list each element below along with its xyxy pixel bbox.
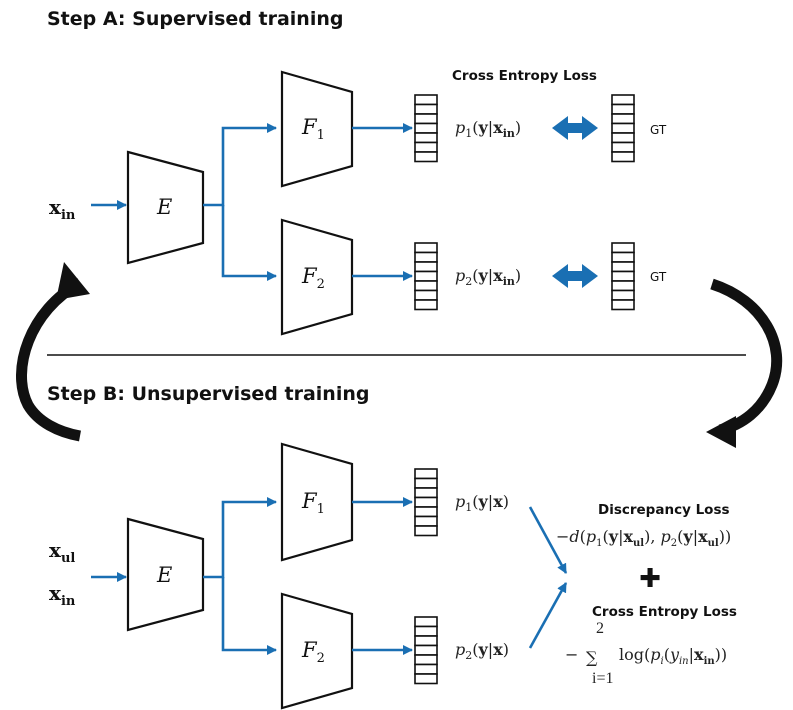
classifier-f1-b-label: F1: [301, 489, 325, 517]
cycle-arrow-left: [16, 278, 83, 442]
vector-cell: [414, 506, 438, 518]
gt-label-2: GT: [650, 270, 667, 284]
step-b-input-in: xin: [49, 581, 76, 609]
sum-upper-limit: 2: [596, 620, 604, 637]
vector-cell: [414, 477, 438, 489]
plus-icon: ✚: [639, 564, 661, 594]
vector-cell: [611, 141, 635, 153]
output-vector-f2-b: [414, 616, 438, 685]
output-vector-f2-a: [414, 242, 438, 311]
vector-cell: [414, 625, 438, 637]
output-prob-f2-b: p2(y|x): [455, 640, 509, 662]
output-prob-f2-a: p2(y|xin): [455, 266, 521, 288]
vector-cell: [611, 113, 635, 125]
ground-truth-vector-2: [611, 242, 635, 311]
vector-cell: [414, 616, 438, 628]
converge-arrow-1: [528, 506, 568, 574]
cross-entropy-formula-b: log(pi(yin|xin)): [619, 645, 727, 667]
classifier-f2-b: [280, 592, 354, 710]
vector-cell: [414, 113, 438, 125]
vector-cell: [414, 289, 438, 301]
vector-cell: [611, 132, 635, 144]
step-a-input: xin: [49, 195, 76, 223]
vector-cell: [414, 515, 438, 527]
vector-cell: [414, 141, 438, 153]
vector-cell: [611, 289, 635, 301]
encoder-b-label: E: [156, 563, 172, 587]
sum-lower-limit: i=1: [592, 670, 613, 687]
vector-cell: [414, 280, 438, 292]
vector-cell: [414, 94, 438, 106]
vector-cell: [414, 654, 438, 666]
converge-arrow-2: [528, 582, 568, 649]
vector-cell: [611, 251, 635, 263]
output-vector-f1-a: [414, 94, 438, 163]
vector-cell: [414, 644, 438, 656]
encoder-a-label: E: [156, 195, 172, 219]
sum-minus: −: [565, 645, 578, 664]
vector-cell: [611, 94, 635, 106]
discrepancy-loss-formula: −d(p1(y|xul), p2(y|xul)): [556, 527, 731, 549]
vector-cell: [414, 251, 438, 263]
double-arrow-f2-a: [552, 264, 598, 288]
classifier-f2-b-label: F2: [301, 638, 325, 666]
vector-cell: [414, 242, 438, 254]
branch-arrow-b-f2: [221, 577, 277, 655]
vector-cell: [611, 151, 635, 163]
classifier-f2-a-label: F2: [301, 264, 325, 292]
cycle-arrow-right: [710, 278, 783, 436]
vector-cell: [414, 496, 438, 508]
branch-arrow-b-f1: [203, 497, 277, 579]
vector-cell: [414, 261, 438, 273]
sum-symbol: ∑: [586, 648, 598, 667]
cycle-arrow-left-head: [56, 262, 90, 300]
vector-cell: [414, 151, 438, 163]
discrepancy-loss-label: Discrepancy Loss: [598, 502, 730, 518]
vector-cell: [414, 299, 438, 311]
vector-cell: [611, 299, 635, 311]
classifier-f1-b: [280, 442, 354, 562]
vector-cell: [414, 468, 438, 480]
cross-entropy-loss-label-b: Cross Entropy Loss: [592, 604, 737, 620]
branch-arrow-a-f1: [203, 123, 277, 207]
classifier-f1-a: [280, 70, 354, 188]
output-prob-f1-b: p1(y|x): [455, 492, 509, 514]
vector-cell: [611, 280, 635, 292]
classifier-f2-a: [280, 218, 354, 336]
vector-cell: [414, 103, 438, 115]
vector-cell: [414, 635, 438, 647]
output-vector-f1-b: [414, 468, 438, 537]
vector-cell: [611, 122, 635, 134]
double-arrow-f1-a: [552, 116, 598, 140]
cross-entropy-loss-label-a: Cross Entropy Loss: [452, 68, 597, 84]
step-b-input-ul: xul: [49, 538, 75, 566]
vector-cell: [414, 487, 438, 499]
cycle-arrow-right-head: [706, 416, 736, 448]
vector-cell: [611, 103, 635, 115]
step-b-title: Step B: Unsupervised training: [47, 383, 369, 405]
step-a-title: Step A: Supervised training: [47, 8, 343, 30]
vector-cell: [414, 270, 438, 282]
ground-truth-vector-1: [611, 94, 635, 163]
vector-cell: [414, 663, 438, 675]
encoder-b: [126, 517, 205, 632]
output-prob-f1-a: p1(y|xin): [455, 118, 521, 140]
classifier-f1-a-label: F1: [301, 115, 325, 143]
vector-cell: [611, 261, 635, 273]
vector-cell: [414, 122, 438, 134]
vector-cell: [611, 242, 635, 254]
vector-cell: [611, 270, 635, 282]
vector-cell: [414, 525, 438, 537]
branch-arrow-a-f2: [221, 205, 277, 281]
gt-label-1: GT: [650, 123, 667, 137]
encoder-a: [126, 150, 205, 265]
vector-cell: [414, 673, 438, 685]
vector-cell: [414, 132, 438, 144]
